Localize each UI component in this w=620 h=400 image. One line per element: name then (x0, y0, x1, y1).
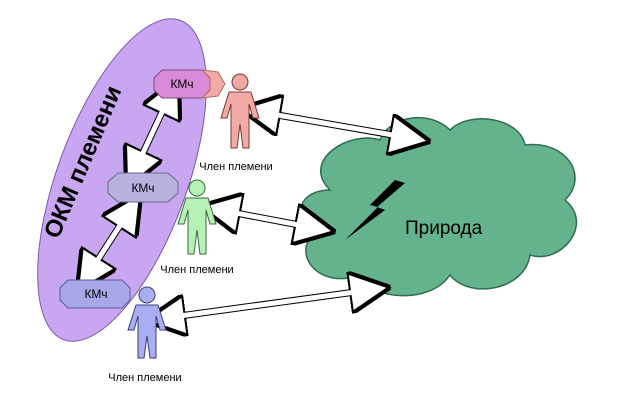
kmch-top: КМч (153, 69, 226, 99)
person-icon (220, 73, 260, 149)
lightning-icon (345, 180, 405, 240)
kmch-middle-label: КМч (131, 181, 154, 195)
nature-cloud (300, 116, 578, 297)
arrow-member-green-nature-fill (219, 207, 316, 231)
person-icon (127, 286, 167, 359)
kmch-middle: КМч (107, 172, 179, 203)
kmch-bottom: КМч (59, 279, 131, 309)
arrow-kmch-middle-bottom-fill (85, 208, 133, 277)
arrow-member-pink-nature-fill (259, 109, 411, 141)
arrow-member-blue-nature-fill (164, 287, 371, 321)
nature-label: Природа (405, 218, 483, 239)
person-icon (177, 179, 217, 255)
kmch-bottom-label: КМч (84, 287, 107, 301)
member-pink-label: Член племени (199, 161, 272, 173)
arrow-kmch-top-middle-fill (132, 93, 173, 172)
member-blue-label: Член племени (108, 372, 181, 384)
member-blue: Член племени (108, 286, 182, 384)
kmch-top-label: КМч (170, 77, 193, 91)
member-pink: Член племени (199, 73, 273, 173)
member-green: Член племени (160, 179, 234, 276)
member-green-label: Член племени (160, 264, 233, 276)
